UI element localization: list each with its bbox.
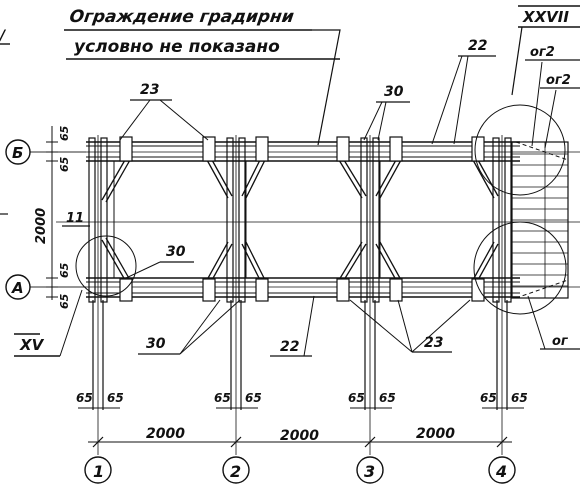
callout-22-top: 22: [468, 38, 487, 54]
callout-22-top-leader-1: [431, 55, 463, 145]
dim-65-col4-left: 65: [480, 391, 497, 405]
svg-text:4: 4: [495, 462, 507, 481]
right-label-og2-top: ог2: [530, 45, 555, 60]
svg-text:3: 3: [364, 462, 375, 481]
dim-left-65-top-b: 65: [58, 156, 71, 172]
callout-23-top-leader-1: [119, 99, 151, 141]
section-mark-xv-leader: [59, 289, 83, 357]
note-leader: [312, 29, 341, 146]
callout-23-bottom: 23: [424, 335, 443, 351]
left-edge-fragment: /: [0, 28, 7, 44]
joint-plates: [119, 136, 485, 302]
ribs: [113, 161, 381, 278]
svg-text:Б: Б: [12, 144, 23, 162]
callout-30-detail: 30: [166, 244, 186, 260]
callout-23-bottom-leader-3: [411, 299, 471, 353]
callout-22-bottom-leader: [303, 295, 315, 357]
dim-left-65-bot-a: 65: [58, 262, 71, 278]
right-leader-top: [531, 61, 543, 147]
callout-30-top-leader-2: [377, 101, 387, 141]
dim-65-col4-right: 65: [511, 391, 528, 405]
section-mark-xxvii: XXVII: [522, 8, 569, 26]
callout-22-top-leader-2: [453, 55, 469, 145]
callout-30-bottom-leader-1: [179, 299, 221, 355]
dim-span-2-3: 2000: [280, 428, 319, 444]
svg-text:1: 1: [93, 462, 104, 481]
axis-bubble-row-b: Б: [5, 139, 31, 165]
right-leader-bottom: [527, 295, 546, 350]
svg-text:2: 2: [230, 462, 241, 481]
axis-bubble-col-1: 1: [84, 456, 112, 484]
section-mark-leader: [511, 26, 523, 96]
knee-braces: [101, 159, 499, 281]
dim-left: [30, 126, 86, 300]
dim-span-1-2: 2000: [146, 426, 185, 442]
axis-bubble-col-3: 3: [356, 456, 384, 484]
callout-23-bottom-leader-1: [349, 299, 413, 353]
callout-11: 11: [66, 211, 84, 226]
callout-23-bottom-leader-2: [397, 299, 413, 353]
posts-axis-1: [88, 137, 108, 410]
dim-65-col3-right: 65: [379, 391, 396, 405]
note-line-2: условно не показано: [74, 37, 280, 57]
dim-65-col2-right: 65: [245, 391, 262, 405]
svg-text:А: А: [11, 279, 24, 297]
right-leader-mid: [544, 89, 557, 149]
callout-23-top: 23: [140, 82, 159, 98]
right-label-og2-mid: ог2: [546, 73, 571, 88]
grating-panel: [511, 141, 569, 299]
callout-30-detail-leader: [125, 261, 161, 279]
callout-22-bottom: 22: [280, 339, 299, 355]
posts-axis-3: [360, 137, 380, 410]
axis-bubble-col-4: 4: [488, 456, 516, 484]
axis-bubble-row-a: А: [5, 274, 31, 300]
callout-30-top: 30: [384, 84, 404, 100]
posts-axis-4: [492, 137, 512, 410]
axis-bubble-col-2: 2: [222, 456, 250, 484]
callout-30-bottom-leader-2: [179, 299, 241, 355]
beam-row-b: [86, 141, 520, 162]
dim-span-3-4: 2000: [416, 426, 455, 442]
dim-spans: [88, 436, 512, 448]
beam-row-a: [86, 277, 520, 298]
callout-23-top-leader-2: [159, 99, 209, 141]
dim-left-65-top-a: 65: [58, 125, 71, 141]
dim-65-col3-left: 65: [348, 391, 365, 405]
note-line-1: Ограждение градирни: [68, 7, 295, 27]
callout-30-bottom: 30: [146, 336, 166, 352]
dim-left-2000: 2000: [34, 208, 49, 244]
section-mark-xv: XV: [19, 336, 45, 354]
dim-65-col1-left: 65: [76, 391, 93, 405]
detail-circles: [75, 104, 567, 315]
posts-axis-2: [226, 137, 246, 410]
right-label-og-bottom: ог: [552, 334, 569, 349]
dim-left-65-bot-b: 65: [58, 293, 71, 309]
dim-65-col1-right: 65: [107, 391, 124, 405]
callout-30-top-leader-1: [363, 101, 383, 141]
dim-65-col2-left: 65: [214, 391, 231, 405]
